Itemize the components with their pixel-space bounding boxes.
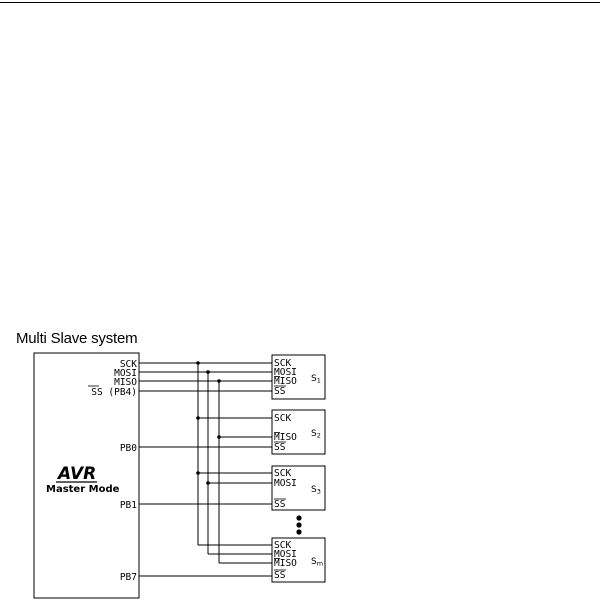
junction-dot [196, 416, 200, 420]
slave-s3-pin-ss: SS [274, 499, 286, 510]
slave-s1: SCK MOSI MISO SS S1 [271, 354, 326, 400]
slave-s3-box [271, 465, 326, 511]
slave-s2-name: S2 [311, 429, 321, 440]
slave-sm-pin-miso: MISO [274, 558, 297, 569]
vertical-ellipsis-icon [296, 515, 302, 535]
avr-logo-text: AVR [56, 464, 96, 484]
master-pin-pb7: PB7 [120, 572, 137, 583]
slave-sm-name: Sm [311, 557, 323, 568]
slave-sm: SCK MOSI MISO SS Sm [271, 537, 326, 583]
diagram-title: Multi Slave system [16, 330, 138, 347]
avr-logo: AVR [56, 464, 97, 484]
slave-s1-pin-mosi: MOSI [274, 367, 297, 378]
ellipsis-dot [296, 515, 302, 521]
junction-dot [196, 471, 200, 475]
master-box [33, 352, 140, 599]
slave-s3: SCK MOSI SS S3 [271, 465, 326, 511]
ellipsis-dot [296, 529, 302, 535]
slave-s1-pin-sck: SCK [274, 358, 291, 369]
slave-s2-pin-sck: SCK [274, 413, 291, 424]
master-pin-sck: SCK [120, 359, 137, 370]
master-pin-mosi: MOSI [114, 368, 137, 379]
slave-sm-pin-sck: SCK [274, 540, 291, 551]
slave-s3-pin-mosi: MOSI [274, 478, 297, 489]
slave-s3-pin-sck: SCK [274, 468, 291, 479]
slave-s1-pin-miso: MISO [274, 376, 297, 387]
junction-dot [206, 370, 210, 374]
slave-s1-box [271, 354, 326, 400]
junction-dots [196, 361, 221, 485]
slave-sm-pin-mosi: MOSI [274, 549, 297, 560]
slave-s3-name: S3 [311, 485, 321, 496]
master-pin-miso: MISO [114, 377, 137, 388]
ellipsis-dot [296, 522, 302, 528]
bus-wires [139, 362, 272, 577]
junction-dot [206, 481, 210, 485]
top-rule [0, 2, 600, 3]
slave-sm-box [271, 537, 326, 583]
slave-sm-pin-ss: SS [274, 570, 286, 581]
slave-s2-box [271, 409, 326, 455]
slave-s2-pin-miso: MISO [274, 432, 297, 443]
master-pin-pb0: PB0 [120, 443, 137, 454]
junction-dot [217, 435, 221, 439]
slave-s2-pin-ss: SS [274, 442, 286, 453]
junction-dot [196, 361, 200, 365]
junction-dot [217, 379, 221, 383]
master-pin-ss: SS (PB4) [91, 387, 137, 398]
master-pin-pb1: PB1 [120, 500, 137, 511]
slave-s2: SCK MISO SS S2 [271, 409, 326, 455]
slave-s1-pin-ss: SS [274, 386, 286, 397]
slave-s1-name: S1 [311, 374, 321, 385]
master-mode-label: Master Mode [46, 484, 120, 495]
